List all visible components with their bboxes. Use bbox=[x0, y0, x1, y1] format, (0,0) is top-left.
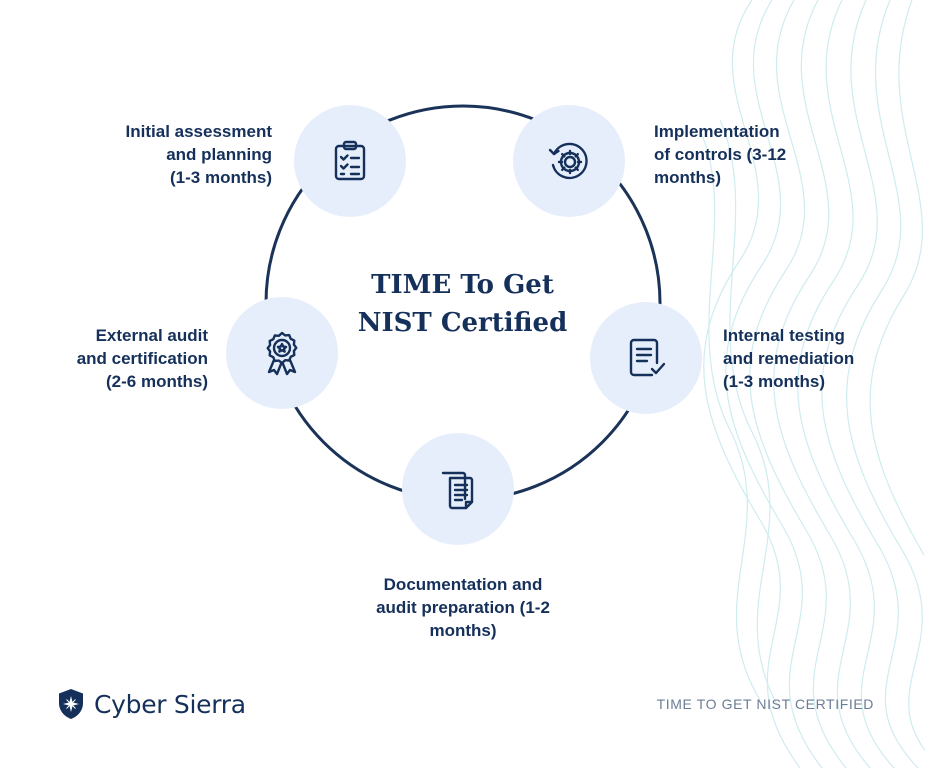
step-label-line: Implementation bbox=[654, 122, 780, 141]
gear-cycle-icon bbox=[548, 142, 588, 180]
step-node-documentation bbox=[402, 433, 514, 545]
step-label-line: and certification bbox=[76, 349, 208, 368]
step-label-line: months) bbox=[429, 621, 497, 640]
step-label-line: and remediation bbox=[723, 349, 855, 368]
step-label-line: (1-3 months) bbox=[170, 168, 272, 187]
step-label-documentation: Documentation and audit preparation (1-2… bbox=[333, 573, 593, 642]
step-label-line: audit preparation (1-2 bbox=[376, 598, 550, 617]
step-label-external-audit: External audit and certification (2-6 mo… bbox=[40, 324, 208, 393]
award-badge-icon bbox=[266, 331, 298, 376]
step-label-line: Internal testing bbox=[723, 326, 845, 345]
step-label-line: (1-3 months) bbox=[723, 372, 825, 391]
documents-stack-icon bbox=[441, 471, 474, 510]
diagram-title: TIME To Get NIST Certified bbox=[330, 266, 595, 342]
step-node-external-audit bbox=[226, 297, 338, 409]
step-label-initial-assessment: Initial assessment and planning (1-3 mon… bbox=[80, 120, 272, 189]
step-label-line: and planning bbox=[166, 145, 272, 164]
brand-name: Cyber Sierra bbox=[94, 689, 246, 719]
clipboard-checklist-icon bbox=[334, 140, 366, 181]
step-label-line: Documentation and bbox=[383, 575, 543, 594]
step-label-line: Initial assessment bbox=[125, 122, 272, 141]
step-node-implementation bbox=[513, 105, 625, 217]
step-node-initial-assessment bbox=[294, 105, 406, 217]
diagram-title-line: TIME To Get bbox=[371, 270, 554, 300]
step-label-implementation: Implementation of controls (3-12 months) bbox=[654, 120, 854, 189]
step-node-internal-testing bbox=[590, 302, 702, 414]
step-label-internal-testing: Internal testing and remediation (1-3 mo… bbox=[723, 324, 913, 393]
step-label-line: External audit bbox=[95, 326, 208, 345]
footer-caption: TIME TO GET NIST CERTIFIED bbox=[656, 696, 874, 712]
step-label-line: months) bbox=[654, 168, 722, 187]
step-label-line: (2-6 months) bbox=[106, 372, 208, 391]
step-label-line: of controls (3-12 bbox=[654, 145, 787, 164]
brand-logo: Cyber Sierra bbox=[58, 688, 246, 720]
diagram-title-line: NIST Certified bbox=[357, 308, 568, 338]
document-check-icon bbox=[629, 338, 666, 377]
shield-star-icon bbox=[59, 689, 83, 719]
